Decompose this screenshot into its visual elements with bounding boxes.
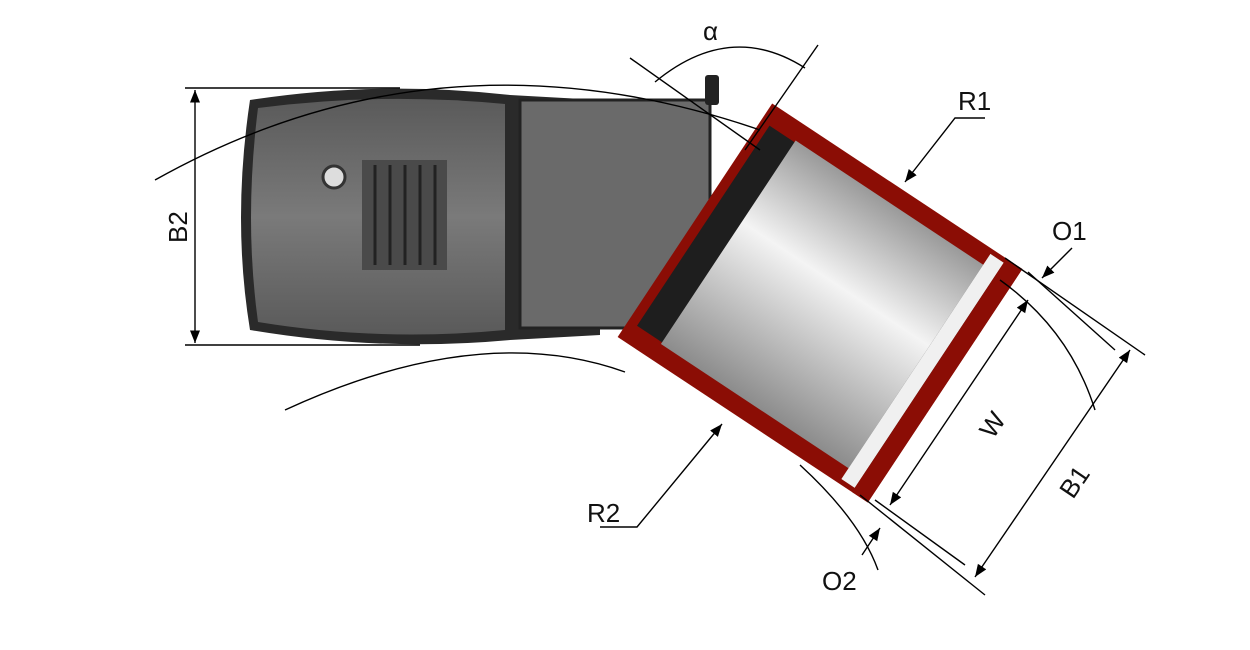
alpha-label: α: [703, 16, 718, 46]
mirror-icon: [705, 75, 719, 105]
w-dimension: [889, 299, 1029, 506]
b2-label: B2: [163, 211, 193, 243]
o1-arc: [999, 279, 1096, 411]
rear-frame: [241, 75, 724, 360]
r2-label: R2: [587, 498, 620, 528]
w-label: W: [973, 406, 1012, 444]
r2-arc: [284, 352, 626, 411]
r1-leader: [904, 117, 985, 183]
r1-arc: [154, 84, 761, 181]
fuel-cap-icon: [321, 164, 347, 190]
r1-label: R1: [958, 86, 991, 116]
o1-label: O1: [1052, 216, 1087, 246]
r2-leader: [600, 423, 723, 528]
o2-label: O2: [822, 566, 857, 596]
o2-arc: [799, 464, 879, 571]
b1-label: B1: [1053, 460, 1096, 503]
cab-roof: [518, 98, 712, 330]
alpha-arc: [654, 46, 806, 83]
b1-dimension: [974, 349, 1131, 578]
